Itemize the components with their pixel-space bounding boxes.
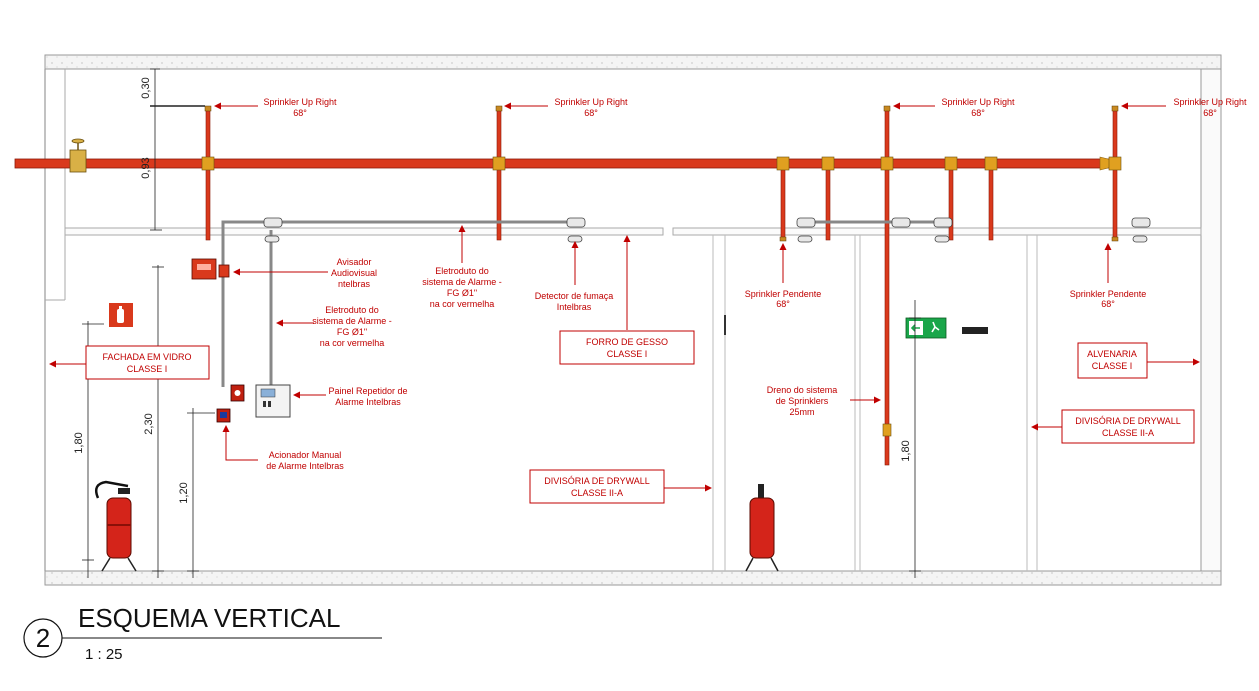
svg-text:Painel Repetidor de: Painel Repetidor de xyxy=(328,386,407,396)
svg-text:sistema de Alarme -: sistema de Alarme - xyxy=(312,316,392,326)
svg-text:de Alarme Intelbras: de Alarme Intelbras xyxy=(266,461,344,471)
dimension-093: 0,93 xyxy=(140,157,152,178)
svg-text:de Sprinklers: de Sprinklers xyxy=(776,396,829,406)
svg-text:DIVISÓRIA DE DRYWALL: DIVISÓRIA DE DRYWALL xyxy=(544,476,650,486)
sprinkler-pendente-label-1: Sprinkler Pendente xyxy=(745,289,822,299)
repeater-panel xyxy=(255,384,291,418)
leader-lines xyxy=(49,102,1200,492)
sprinkler-up-right-temp-3: 68° xyxy=(971,108,985,118)
eletroduto-left-label: Eletroduto do sistema de Alarme - FG Ø1"… xyxy=(312,305,392,348)
emergency-light xyxy=(962,327,988,334)
svg-text:FG Ø1": FG Ø1" xyxy=(447,288,477,298)
svg-text:Intelbras: Intelbras xyxy=(557,302,592,312)
svg-text:Alarme Intelbras: Alarme Intelbras xyxy=(335,397,401,407)
smoke-detectors xyxy=(263,217,1151,243)
forro-tag: FORRO DE GESSO CLASSE I xyxy=(586,337,668,359)
svg-text:CLASSE I: CLASSE I xyxy=(607,349,648,359)
drawing-scale: 1 : 25 xyxy=(85,646,123,663)
gate-valve xyxy=(69,138,87,173)
sprinkler-up-right-label-4: Sprinkler Up Right xyxy=(1173,97,1247,107)
svg-text:ntelbras: ntelbras xyxy=(338,279,371,289)
acionador-label: Acionador Manual de Alarme Intelbras xyxy=(266,450,344,471)
alarm-conduit xyxy=(221,220,950,387)
svg-text:na cor vermelha: na cor vermelha xyxy=(320,338,385,348)
svg-text:FACHADA EM VIDRO: FACHADA EM VIDRO xyxy=(102,352,191,362)
sprinkler-heads xyxy=(204,105,1119,242)
sprinkler-up-right-label-3: Sprinkler Up Right xyxy=(941,97,1015,107)
divisoria-right-tag: DIVISÓRIA DE DRYWALL CLASSE II-A xyxy=(1075,416,1181,438)
drawing-number: 2 xyxy=(36,623,50,653)
alvenaria-tag: ALVENARIA CLASSE I xyxy=(1087,349,1137,371)
roof-slab xyxy=(44,54,1222,70)
dimension-lines xyxy=(82,68,921,578)
dimension-230: 2,30 xyxy=(143,413,155,434)
dimension-120: 1,20 xyxy=(178,482,190,503)
sprinkler-up-right-temp-2: 68° xyxy=(584,108,598,118)
sprinkler-pendente-temp-1: 68° xyxy=(776,299,790,309)
sprinkler-up-right-temp-1: 68° xyxy=(293,108,307,118)
svg-text:Dreno do sistema: Dreno do sistema xyxy=(767,385,838,395)
avisador-label: Avisador Audiovisual ntelbras xyxy=(331,257,377,289)
svg-text:Eletroduto do: Eletroduto do xyxy=(435,266,489,276)
manual-alarm-call-point xyxy=(216,384,245,423)
svg-text:sistema de Alarme -: sistema de Alarme - xyxy=(422,277,502,287)
sprinkler-pendente-temp-2: 68° xyxy=(1101,299,1115,309)
extinguisher-sign xyxy=(109,303,133,327)
svg-text:CLASSE I: CLASSE I xyxy=(127,364,168,374)
svg-text:Acionador Manual: Acionador Manual xyxy=(269,450,342,460)
svg-text:CLASSE II-A: CLASSE II-A xyxy=(571,488,623,498)
drywall-partitions xyxy=(712,235,1038,571)
sprinkler-piping xyxy=(14,105,1122,466)
masonry-wall xyxy=(1200,68,1222,572)
drawing-title: ESQUEMA VERTICAL xyxy=(78,603,341,633)
svg-text:na cor vermelha: na cor vermelha xyxy=(430,299,495,309)
building-section xyxy=(44,54,1222,586)
svg-text:CLASSE II-A: CLASSE II-A xyxy=(1102,428,1154,438)
fire-extinguisher-center xyxy=(745,484,779,572)
divisoria-center-tag: DIVISÓRIA DE DRYWALL CLASSE II-A xyxy=(544,476,650,498)
fachada-tag: FACHADA EM VIDRO CLASSE I xyxy=(102,352,191,374)
detector-label: Detector de fumaça Intelbras xyxy=(535,291,614,312)
fire-extinguisher-left xyxy=(95,480,137,572)
title-block: 2 ESQUEMA VERTICAL 1 : 25 xyxy=(23,603,382,663)
floor-slab xyxy=(44,570,1222,586)
eletroduto-center-label: Eletroduto do sistema de Alarme - FG Ø1"… xyxy=(422,266,502,309)
tag-boxes xyxy=(85,330,1195,504)
svg-text:CLASSE I: CLASSE I xyxy=(1092,361,1133,371)
dimension-180-right: 1,80 xyxy=(900,440,912,461)
svg-text:Eletroduto do: Eletroduto do xyxy=(325,305,379,315)
svg-text:ALVENARIA: ALVENARIA xyxy=(1087,349,1137,359)
svg-text:Detector de fumaça: Detector de fumaça xyxy=(535,291,614,301)
svg-text:Audiovisual: Audiovisual xyxy=(331,268,377,278)
svg-text:Avisador: Avisador xyxy=(337,257,372,267)
dimension-030: 0,30 xyxy=(140,77,152,98)
svg-text:FORRO DE GESSO: FORRO DE GESSO xyxy=(586,337,668,347)
painel-label: Painel Repetidor de Alarme Intelbras xyxy=(328,386,407,407)
audiovisual-alarm-device xyxy=(191,258,230,280)
dimension-180-left: 1,80 xyxy=(73,432,85,453)
sprinkler-up-right-label-2: Sprinkler Up Right xyxy=(554,97,628,107)
svg-text:FG Ø1": FG Ø1" xyxy=(337,327,367,337)
pipe-fittings xyxy=(201,156,1122,437)
dreno-label: Dreno do sistema de Sprinklers 25mm xyxy=(767,385,838,417)
sprinkler-pendente-label-2: Sprinkler Pendente xyxy=(1070,289,1147,299)
sprinkler-up-right-temp-4: 68° xyxy=(1203,108,1217,118)
sprinkler-up-right-label-1: Sprinkler Up Right xyxy=(263,97,337,107)
gypsum-ceiling-left xyxy=(64,227,664,236)
svg-text:25mm: 25mm xyxy=(789,407,814,417)
svg-text:DIVISÓRIA DE DRYWALL: DIVISÓRIA DE DRYWALL xyxy=(1075,416,1181,426)
gypsum-ceiling-right xyxy=(672,227,1202,236)
exit-sign-icon xyxy=(905,317,947,339)
